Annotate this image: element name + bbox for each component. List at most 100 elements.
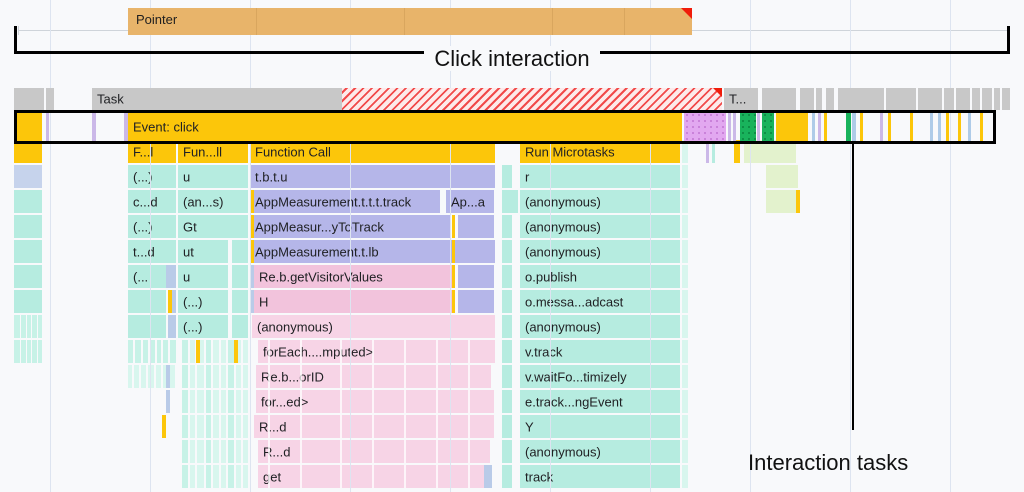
flame-block[interactable]: [243, 415, 248, 438]
flame-block[interactable]: [682, 165, 688, 188]
flame-block[interactable]: R...d: [254, 415, 494, 438]
flame-block[interactable]: r: [520, 165, 680, 188]
flame-block[interactable]: [766, 165, 798, 188]
flame-block[interactable]: [221, 465, 226, 488]
flame-block[interactable]: [234, 340, 238, 363]
flame-block[interactable]: [682, 190, 688, 213]
flame-block[interactable]: [682, 390, 688, 413]
event-block[interactable]: [124, 112, 128, 142]
flame-block[interactable]: [14, 240, 42, 263]
flame-block[interactable]: AppMeasur...yToTrack: [250, 215, 450, 238]
event-block-purple[interactable]: [684, 112, 726, 142]
flame-block[interactable]: [168, 290, 172, 313]
event-block[interactable]: [980, 112, 983, 142]
flame-block[interactable]: [213, 390, 219, 413]
flame-block[interactable]: [458, 265, 494, 288]
flame-block[interactable]: Run Microtasks: [520, 140, 680, 163]
flame-block[interactable]: Gt: [178, 215, 248, 238]
event-block[interactable]: [888, 112, 891, 142]
flame-block[interactable]: [484, 465, 492, 488]
flame-block[interactable]: [458, 290, 494, 313]
flame-block[interactable]: [502, 190, 518, 213]
flame-block[interactable]: [148, 365, 154, 388]
event-block[interactable]: [728, 112, 731, 142]
flame-block[interactable]: [38, 340, 42, 363]
flame-block[interactable]: [458, 240, 494, 263]
flame-block[interactable]: [190, 390, 195, 413]
flame-block[interactable]: [682, 440, 688, 463]
flame-block[interactable]: [502, 165, 512, 188]
flame-block[interactable]: v.track: [520, 340, 680, 363]
flame-block[interactable]: [190, 440, 195, 463]
flame-block[interactable]: [38, 315, 42, 338]
flame-block[interactable]: o.messa...adcast: [520, 290, 680, 313]
flame-block[interactable]: [228, 440, 234, 463]
flame-block[interactable]: Re.b.getVisitorValues: [254, 265, 454, 288]
flame-block[interactable]: [232, 240, 248, 263]
flame-block[interactable]: [190, 340, 195, 363]
flame-block[interactable]: (anonymous): [520, 240, 680, 263]
flame-block[interactable]: Function Call: [250, 140, 495, 163]
flame-block[interactable]: [162, 415, 166, 438]
flame-block[interactable]: [452, 240, 455, 263]
flame-block[interactable]: [169, 365, 175, 388]
flame-block[interactable]: [236, 340, 241, 363]
flame-block[interactable]: (...): [178, 315, 228, 338]
flame-block[interactable]: (anonymous): [520, 315, 680, 338]
flame-block[interactable]: [250, 190, 254, 213]
flame-block[interactable]: [14, 265, 42, 288]
flame-block[interactable]: [32, 315, 37, 338]
flame-block[interactable]: AppMeasurement.t.lb: [250, 240, 495, 263]
flame-block[interactable]: (anonymous): [520, 440, 680, 463]
flame-block[interactable]: [190, 365, 195, 388]
flame-block[interactable]: [128, 340, 133, 363]
flame-block[interactable]: Fun...ll: [178, 140, 248, 163]
flame-block[interactable]: [502, 390, 512, 413]
event-block[interactable]: [14, 112, 42, 142]
flame-block[interactable]: [170, 340, 176, 363]
flame-block[interactable]: [182, 465, 188, 488]
flame-block[interactable]: [502, 215, 512, 238]
flame-block[interactable]: ut: [178, 240, 228, 263]
flame-block[interactable]: [206, 390, 211, 413]
flame-block[interactable]: [682, 140, 688, 163]
flame-block[interactable]: o.publish: [520, 265, 680, 288]
flame-block[interactable]: [163, 365, 167, 388]
flame-block[interactable]: forEach....mputed>: [258, 340, 495, 363]
task-block[interactable]: [826, 88, 834, 110]
task-block[interactable]: [994, 88, 1000, 110]
flame-block[interactable]: [712, 140, 715, 163]
flame-block[interactable]: [250, 215, 254, 238]
flame-block[interactable]: [236, 465, 241, 488]
event-block[interactable]: [757, 112, 760, 142]
flame-block[interactable]: (...: [128, 265, 176, 288]
flame-block[interactable]: [228, 415, 234, 438]
flame-block[interactable]: [134, 365, 139, 388]
flame-block[interactable]: [141, 365, 146, 388]
flame-block[interactable]: [206, 415, 211, 438]
flame-block[interactable]: [232, 265, 248, 288]
flame-block[interactable]: [243, 440, 248, 463]
flame-block[interactable]: [213, 440, 219, 463]
flame-block[interactable]: [166, 390, 170, 413]
flame-block[interactable]: [163, 340, 168, 363]
flame-block[interactable]: [232, 290, 248, 313]
task-block[interactable]: [982, 88, 992, 110]
flame-block[interactable]: [166, 265, 176, 288]
flame-block[interactable]: [14, 315, 20, 338]
flame-block[interactable]: [197, 415, 204, 438]
flame-block[interactable]: [236, 365, 241, 388]
flame-block[interactable]: [197, 440, 204, 463]
flame-block[interactable]: [706, 140, 709, 163]
flame-block[interactable]: [682, 290, 688, 313]
task-block[interactable]: [762, 88, 796, 110]
event-block[interactable]: [946, 112, 949, 142]
flame-block[interactable]: [168, 315, 176, 338]
flame-block[interactable]: [197, 465, 204, 488]
flame-block[interactable]: (...): [128, 165, 176, 188]
flame-block[interactable]: [243, 340, 248, 363]
event-block[interactable]: [846, 112, 851, 142]
flame-block[interactable]: [206, 340, 211, 363]
flame-block[interactable]: R...d: [258, 440, 490, 463]
flame-block[interactable]: [228, 465, 234, 488]
